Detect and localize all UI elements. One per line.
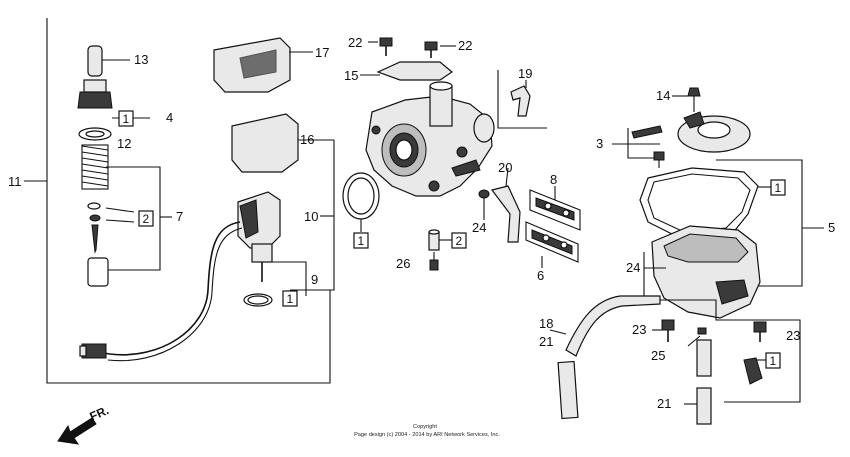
- front-direction-indicator: FR.: [57, 403, 111, 445]
- tube-20: [478, 167, 521, 243]
- jet-26: [428, 229, 440, 271]
- callout-3: 3: [596, 136, 603, 151]
- callout-6: 6: [537, 268, 544, 283]
- carburetor-body: [360, 37, 495, 197]
- callout-12: 12: [117, 136, 131, 151]
- vent-tube-19: [497, 70, 547, 129]
- callout-22-left: 22: [348, 35, 362, 50]
- fuel-hose-18-21: [549, 295, 661, 420]
- callout-17: 17: [315, 45, 329, 60]
- callout-15: 15: [344, 68, 358, 83]
- callout-21-left: 21: [539, 334, 553, 349]
- callout-9: 9: [311, 272, 318, 287]
- callout-22-right: 22: [458, 38, 472, 53]
- copyright-line-1: Copyright: [413, 424, 437, 430]
- callout-18: 18: [539, 316, 553, 331]
- callout-23-right: 23: [786, 328, 800, 343]
- box-jet-2: 2: [456, 234, 463, 248]
- gasket-10: [342, 172, 380, 232]
- float-bowl-assembly: [612, 87, 824, 425]
- covers-and-starter: [79, 37, 335, 362]
- callout-14: 14: [656, 88, 670, 103]
- boxed-quantity-markers: 1 2 1 1 2 1 1: [118, 110, 786, 369]
- needle-valve-assembly: [24, 18, 331, 384]
- callout-7: 7: [176, 209, 183, 224]
- callout-labels: 11 13 4 12 7 17 16 10 9 22 22 15 19 20 2…: [8, 35, 835, 411]
- box-9: 1: [287, 292, 294, 306]
- callout-26: 26: [396, 256, 410, 271]
- callout-5: 5: [828, 220, 835, 235]
- box-7: 2: [143, 212, 150, 226]
- box-5: 1: [775, 181, 782, 195]
- callout-21-right: 21: [657, 396, 671, 411]
- box-10: 1: [358, 234, 365, 248]
- callout-4: 4: [166, 110, 173, 125]
- spring: [81, 144, 109, 190]
- box-drain: 1: [770, 354, 777, 368]
- auto-choke-unit: [237, 191, 281, 282]
- callout-10: 10: [304, 209, 318, 224]
- front-label: FR.: [88, 403, 111, 424]
- gasket-set-8-6: [525, 186, 581, 268]
- callout-19: 19: [518, 66, 532, 81]
- front-arrow-icon: [57, 417, 97, 445]
- callout-24-center: 24: [472, 220, 486, 235]
- callout-11: 11: [8, 174, 22, 189]
- callout-13: 13: [134, 52, 148, 67]
- callout-8: 8: [550, 172, 557, 187]
- callout-24-right: 24: [626, 260, 640, 275]
- callout-23-left: 23: [632, 322, 646, 337]
- callout-20: 20: [498, 160, 512, 175]
- copyright-notice: Copyright Page design (c) 2004 - 2014 by…: [354, 424, 500, 438]
- box-4: 1: [123, 112, 130, 126]
- callout-16: 16: [300, 132, 314, 147]
- copyright-line-2: Page design (c) 2004 - 2014 by ARI Netwo…: [354, 432, 500, 438]
- callout-25: 25: [651, 348, 665, 363]
